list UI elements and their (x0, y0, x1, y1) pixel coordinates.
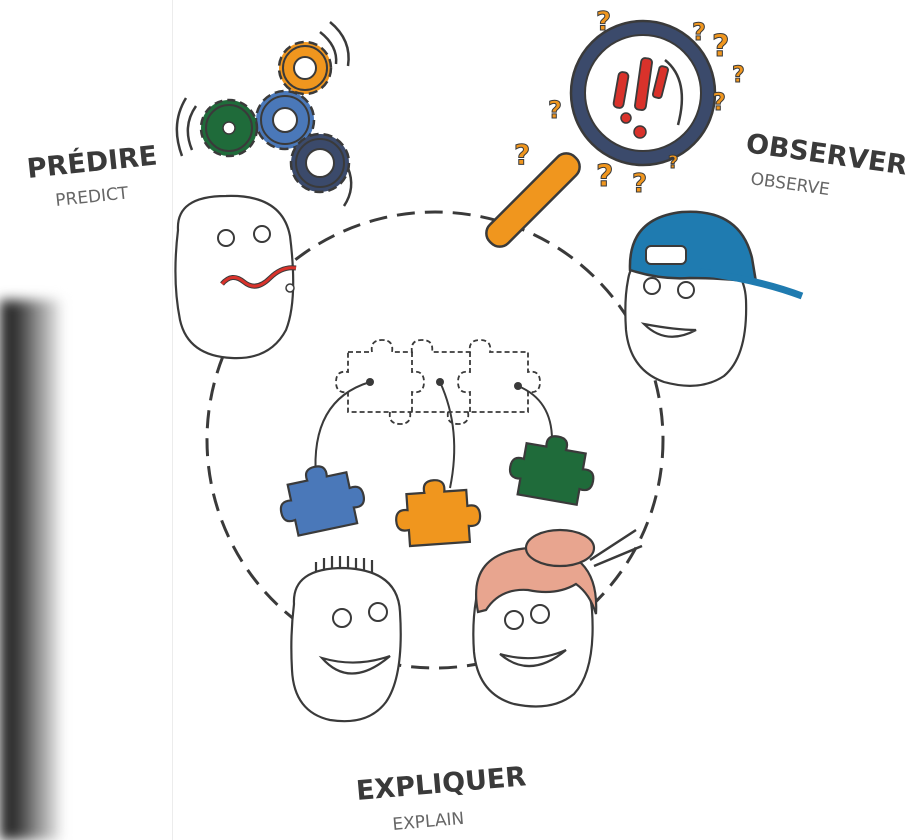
face-icon (174, 194, 297, 360)
svg-text:?: ? (596, 7, 611, 37)
puzzle-piece-icon (508, 435, 595, 507)
panel-divider (172, 0, 173, 840)
blurred-edge (0, 300, 60, 840)
svg-text:?: ? (514, 138, 530, 171)
label-predict: PREDICT (54, 183, 129, 211)
svg-text:?: ? (596, 159, 613, 194)
connector-dot (514, 382, 522, 390)
svg-text:?: ? (712, 88, 726, 116)
face-icon (472, 528, 643, 708)
connector-dot (366, 378, 374, 386)
label-expliquer: EXPLIQUER (355, 761, 528, 807)
label-predire: PRÉDIRE (25, 139, 158, 184)
puzzle-piece-icon (395, 479, 482, 548)
connector-dot (436, 378, 444, 386)
svg-text:?: ? (668, 152, 678, 173)
puzzle-piece-icon (279, 465, 365, 537)
svg-text:?: ? (692, 18, 706, 46)
label-observe: OBSERVE (749, 169, 831, 200)
svg-text:?: ? (712, 29, 729, 64)
question-mark-icon: ? ? ? ? ? ? ? ? ? ? (514, 7, 746, 200)
gears-icon (175, 21, 353, 207)
svg-text:?: ? (632, 169, 647, 199)
label-explain: EXPLAIN (392, 809, 465, 835)
face-icon (290, 556, 402, 723)
connector-lines (314, 381, 553, 489)
magnifier-icon (485, 19, 717, 248)
svg-text:?: ? (732, 63, 745, 88)
svg-text:?: ? (548, 96, 562, 124)
cycle-circle (205, 210, 665, 670)
face-icon (624, 210, 804, 387)
puzzle-outline (335, 339, 541, 425)
